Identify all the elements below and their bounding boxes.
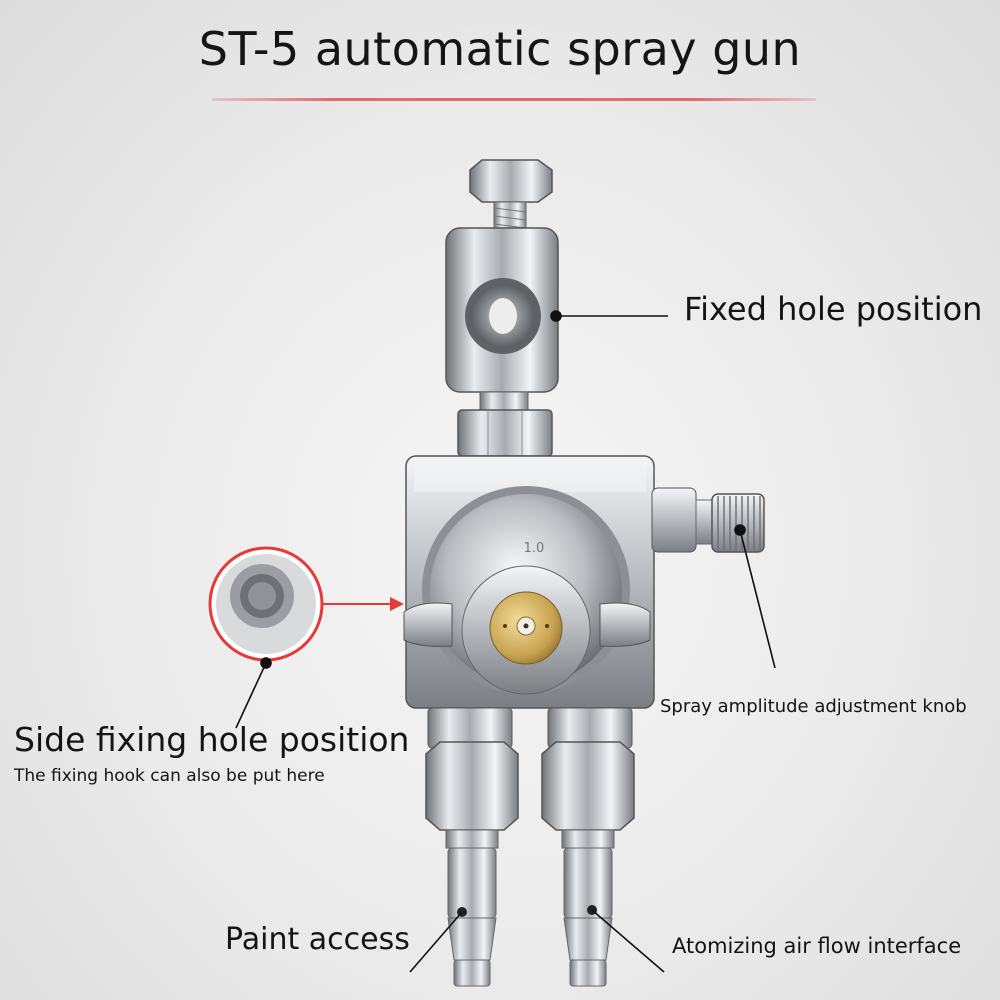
side-fixing-label: Side fixing hole position [14,720,410,759]
knob-label: Spray amplitude adjustment knob [660,696,967,717]
side-hole-leader [235,662,267,729]
air-leader [591,909,665,973]
neck-nut [457,391,553,457]
page-title: ST-5 automatic spray gun [198,22,802,76]
mount-clamp-block [445,227,559,393]
knob-marker [734,524,746,536]
paint-fitting [425,707,519,987]
cap-marking: 1.0 [524,541,545,556]
air-interface-label: Atomizing air flow interface [672,934,962,958]
air-cap: 1.0 [403,486,651,695]
inset-pointer-arrowhead [390,597,404,611]
fixed-hole-label: Fixed hole position [684,290,983,328]
top-bolt [469,159,553,233]
side-hole-inset [208,546,324,662]
amplitude-knob [651,487,765,553]
paint-access-label: Paint access [225,922,410,957]
title-underline [212,98,816,101]
fixed-hole-marker [550,310,562,322]
side-hole-marker [260,657,272,669]
knob-leader [739,529,776,669]
air-fitting [541,707,635,987]
paint-leader [409,911,463,973]
side-fixing-note: The fixing hook can also be put here [14,766,325,786]
